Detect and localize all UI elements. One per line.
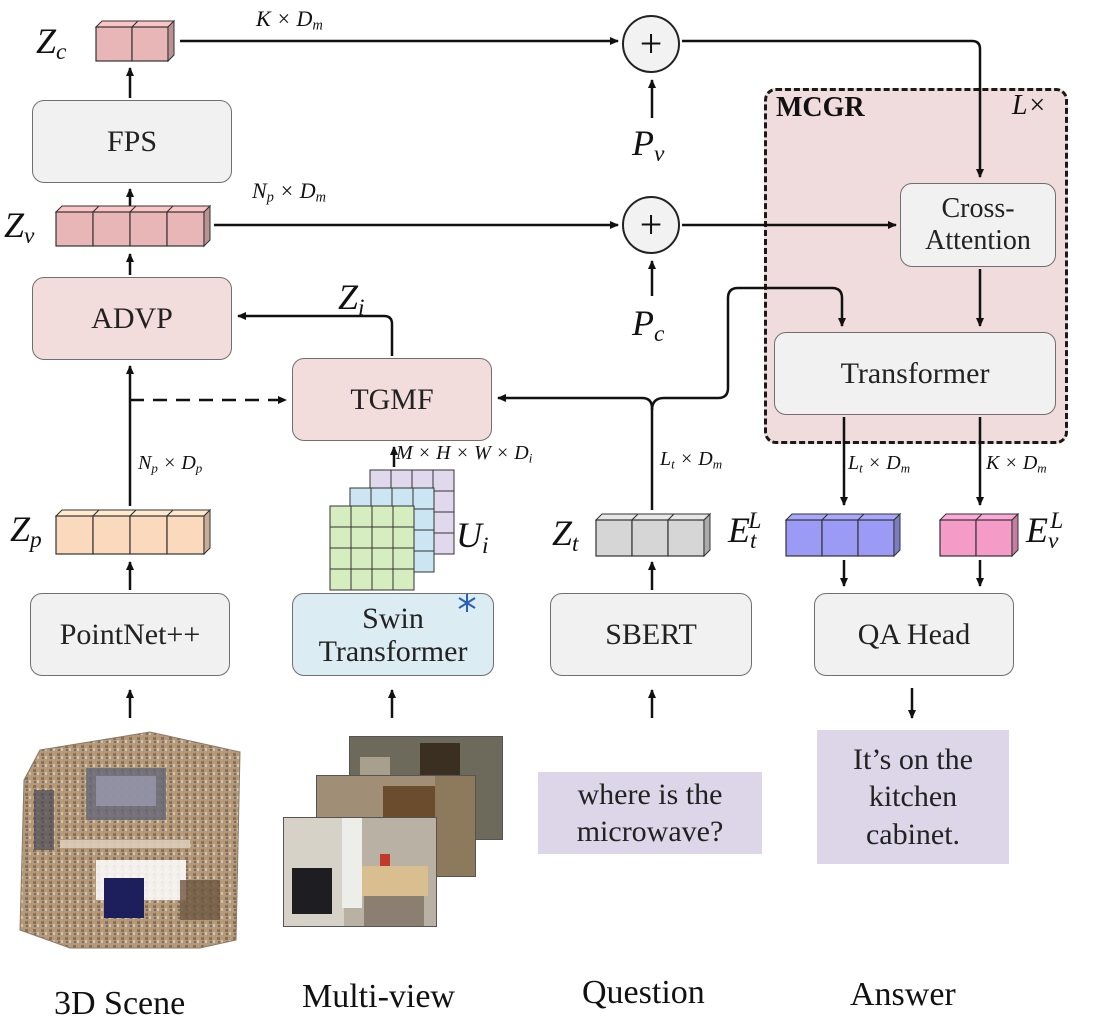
z-t-token-cubes-token (631, 519, 669, 557)
advp-node: ADVP (32, 277, 232, 360)
caption-question: Question (582, 974, 705, 1011)
sbert-node: SBERT (550, 593, 752, 676)
symbol-p-v: Pv (632, 123, 665, 167)
u-i-grid-front (329, 505, 415, 591)
answer-text-panel: It’s on the kitchen cabinet. (817, 730, 1009, 864)
z-c-token-cubes-token (95, 26, 133, 62)
advp-label: ADVP (91, 302, 173, 335)
z-v-token-cubes-token (92, 211, 131, 247)
e-t-token-cubes-token (785, 519, 823, 557)
symbol-p-c: Pc (632, 303, 665, 347)
swin-label-line1: Swin (362, 601, 424, 635)
z-t-token-cubes-token (667, 519, 705, 557)
answer-line2: kitchen (868, 780, 958, 814)
dim-k-dm-right: K × Dm (986, 452, 1047, 476)
cross-attention-label-line1: Cross- (941, 192, 1015, 224)
symbol-z-c: Zc (36, 21, 67, 65)
qa-head-label: QA Head (857, 618, 971, 651)
z-v-token-cubes-token (129, 211, 168, 247)
sbert-label: SBERT (605, 618, 697, 651)
u-i-grid-back (369, 469, 455, 555)
caption-3d-scene: 3D Scene (54, 985, 186, 1022)
dim-k-dm-top: K × Dm (256, 6, 323, 34)
symbol-e-t: EtL (728, 508, 762, 554)
symbol-e-v: EvL (1026, 508, 1064, 554)
dim-mhwd: M × H × W × Di (396, 442, 533, 466)
dim-np-dp: Np × Dp (138, 452, 203, 476)
z-c-token-cubes (94, 19, 176, 63)
z-t-token-cubes (594, 512, 712, 558)
symbol-z-t: Zt (552, 513, 579, 557)
plus-circle-top: + (622, 15, 680, 73)
question-line1: where is the (577, 777, 723, 811)
e-t-token-cubes-token (821, 519, 859, 557)
e-v-token-cubes-token (975, 519, 1013, 557)
fps-node: FPS (32, 100, 232, 183)
caption-answer: Answer (850, 976, 956, 1013)
symbol-z-v: Zv (4, 205, 35, 249)
z-t-token-cubes-token (595, 519, 633, 557)
symbol-z-p: Zp (10, 509, 42, 553)
cross-attention-node: Cross- Attention (900, 183, 1056, 267)
z-p-token-cubes-token (166, 515, 205, 555)
question-text-panel: where is the microwave? (538, 772, 762, 854)
transformer-label: Transformer (840, 357, 990, 390)
symbol-u-i: Ui (456, 515, 489, 559)
view-photo-front (283, 817, 437, 927)
caption-multi-view: Multi-view (302, 978, 455, 1015)
z-v-token-cubes-token (166, 211, 205, 247)
mcgr-title: MCGR (776, 92, 865, 123)
cross-attention-label-line2: Attention (925, 225, 1031, 256)
z-p-token-cubes-token (55, 515, 94, 555)
z-p-token-cubes-token (92, 515, 131, 555)
pointnet-label: PointNet++ (59, 618, 201, 651)
swin-label-line2: Transformer (318, 634, 468, 668)
e-t-token-cubes (784, 512, 902, 558)
z-p-token-cubes-token (129, 515, 168, 555)
answer-line1: It’s on the (853, 742, 973, 776)
e-v-token-cubes-token (939, 519, 977, 557)
z-v-token-cubes-token (55, 211, 94, 247)
symbol-z-i: Zi (338, 277, 365, 321)
mcgr-repeat-label: L× (1012, 90, 1047, 121)
plus-circle-bottom: + (622, 196, 680, 254)
u-i-grid-middle (349, 487, 435, 573)
question-line2: microwave? (576, 815, 724, 848)
pointnet-node: PointNet++ (30, 593, 230, 676)
z-v-token-cubes (54, 204, 212, 248)
z-p-token-cubes (54, 508, 212, 556)
arrow-tgmf-to-advp (237, 312, 394, 356)
dim-np-dm: Np × Dm (252, 178, 326, 206)
qa-head-node: QA Head (814, 593, 1014, 676)
tgmf-node: TGMF (292, 358, 492, 441)
z-c-token-cubes-token (131, 26, 169, 62)
dim-lt-dm-left: Lt × Dm (660, 448, 723, 472)
transformer-node: Transformer (774, 332, 1056, 415)
tgmf-label: TGMF (350, 383, 434, 416)
fps-label: FPS (106, 125, 158, 158)
answer-line3: cabinet. (865, 817, 961, 851)
swin-transformer-node: Swin Transformer (292, 593, 494, 676)
e-t-token-cubes-token (857, 519, 895, 557)
dim-lt-dm-right: Lt × Dm (848, 452, 911, 476)
e-v-token-cubes (938, 512, 1020, 558)
